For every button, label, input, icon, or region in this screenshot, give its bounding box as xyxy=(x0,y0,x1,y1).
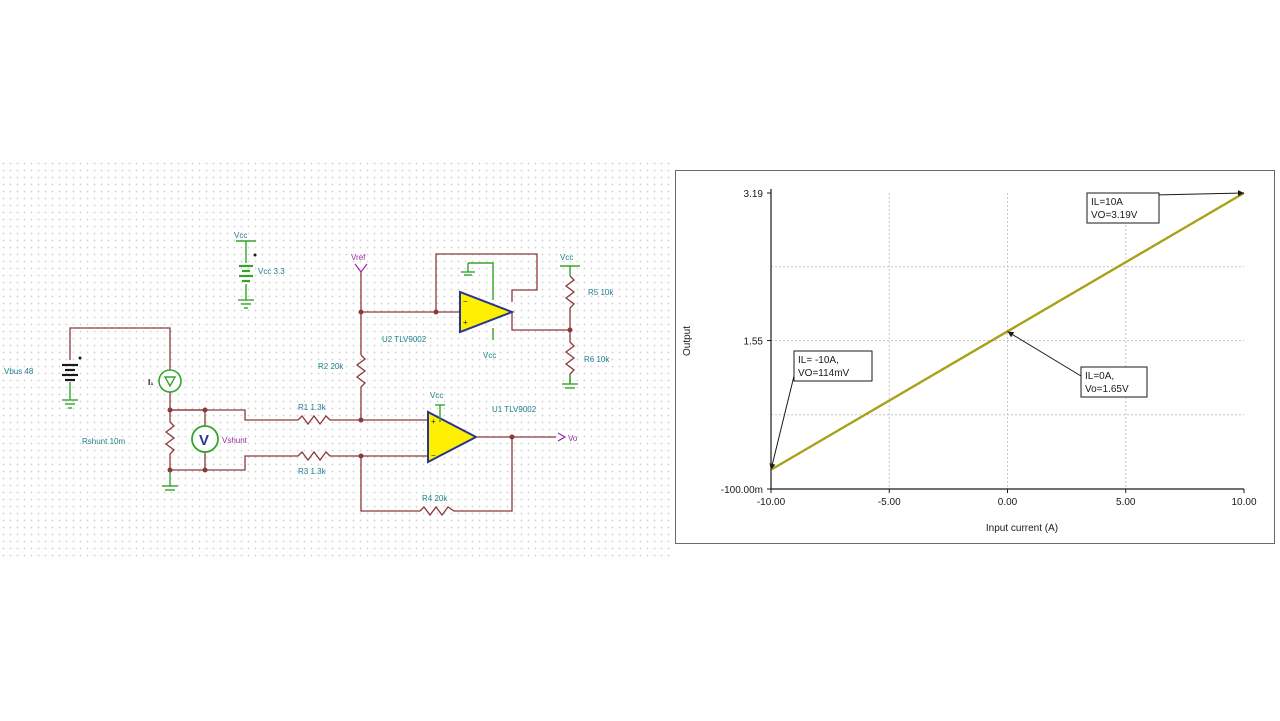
vcc-u2-label: Vcc xyxy=(560,253,573,262)
plot-annotations: IL=10A VO=3.19V IL= -10A, VO=114mV IL=0A, Vo=… xyxy=(769,190,1245,470)
u2-label: U2 TLV9002 xyxy=(382,335,427,344)
x-tick-label: 5.00 xyxy=(1116,497,1136,508)
annotation-leader xyxy=(770,375,795,470)
vshunt-label: Vshunt xyxy=(222,436,248,445)
shunt-network: V xyxy=(162,407,298,491)
plot-canvas: -10.00 -5.00 0.00 5.00 10.00 3.19 1.55 -100.00m… xyxy=(682,189,1257,534)
y-tick-label: -100.00m xyxy=(721,485,763,496)
x-tick-label: 10.00 xyxy=(1231,497,1256,508)
u1-opamp: + − xyxy=(358,309,567,517)
x-tick-label: -5.00 xyxy=(878,497,901,508)
vbus-loop xyxy=(62,327,182,410)
svg-text:−: − xyxy=(431,451,436,460)
circuit-schematic: Vcc Vcc 3.3 Vref − + U2 TLV9002 Vcc Vcc … xyxy=(0,160,672,560)
vcc-source-node-label: Vcc xyxy=(234,231,247,240)
plot-grid xyxy=(771,193,1244,489)
annotation-text: IL= -10A, xyxy=(798,355,839,366)
u1-label: U1 TLV9002 xyxy=(492,405,537,414)
annotation-arrowhead xyxy=(1237,190,1244,197)
vref-label: Vref xyxy=(351,253,366,262)
voltmeter-glyph: V xyxy=(199,432,209,449)
vref-net xyxy=(354,263,368,355)
annotation-text: IL=10A xyxy=(1091,197,1123,208)
r4-label: R4 20k xyxy=(422,494,448,503)
r6-label: R6 10k xyxy=(584,355,610,364)
vcc-u1-label: Vcc xyxy=(430,391,443,400)
r3-label: R3 1.3k xyxy=(298,467,327,476)
x-tick-label: 0.00 xyxy=(998,497,1018,508)
r2-resistor xyxy=(355,354,367,420)
annotation-text: IL=0A, xyxy=(1085,371,1114,382)
annotation-text: VO=114mV xyxy=(798,368,850,379)
r1-label: R1 1.3k xyxy=(298,403,327,412)
annotation-text: VO=3.19V xyxy=(1091,210,1138,221)
vcc-source-label: Vcc 3.3 xyxy=(258,267,285,276)
r5-r6-divider xyxy=(560,265,580,389)
annotation-arrowhead xyxy=(769,463,776,470)
input-resistors xyxy=(297,414,361,462)
r5-label: R5 10k xyxy=(588,288,614,297)
u2-opamp: − + xyxy=(361,253,570,340)
vcc-source xyxy=(236,240,257,309)
vbus-label: Vbus 48 xyxy=(4,367,34,376)
plot-axes: -10.00 -5.00 0.00 5.00 10.00 3.19 1.55 -100.00m xyxy=(721,189,1257,508)
vo-label: Vo xyxy=(568,434,578,443)
rshunt-label: Rshunt 10m xyxy=(82,437,125,446)
x-axis-label: Input current (A) xyxy=(986,523,1058,534)
u2-vcc-pin-label: Vcc xyxy=(483,351,496,360)
output-series-line xyxy=(770,191,1245,471)
y-axis-label: Output xyxy=(682,326,693,356)
schematic-canvas: Vcc Vcc 3.3 Vref − + U2 TLV9002 Vcc Vcc … xyxy=(4,231,614,517)
y-tick-label: 1.55 xyxy=(744,337,764,348)
x-tick-label: -10.00 xyxy=(757,497,786,508)
annotation-box xyxy=(793,350,873,382)
output-plot: -10.00 -5.00 0.00 5.00 10.00 3.19 1.55 -100.00m… xyxy=(675,170,1275,544)
r2-label: R2 20k xyxy=(318,362,344,371)
annotation-text: Vo=1.65V xyxy=(1085,384,1129,395)
y-tick-label: 3.19 xyxy=(744,189,764,200)
annotation-box xyxy=(1086,192,1160,224)
current-source-label: I₁ xyxy=(148,378,154,387)
annotation-arrowhead xyxy=(1007,331,1015,338)
svg-text:+: + xyxy=(431,417,436,426)
annotation-leader xyxy=(1153,192,1245,196)
annotation-box xyxy=(1080,366,1148,398)
svg-text:−: − xyxy=(463,297,468,306)
annotation-leader xyxy=(1007,331,1082,377)
plot-series xyxy=(770,191,1245,471)
svg-text:+: + xyxy=(463,318,468,327)
